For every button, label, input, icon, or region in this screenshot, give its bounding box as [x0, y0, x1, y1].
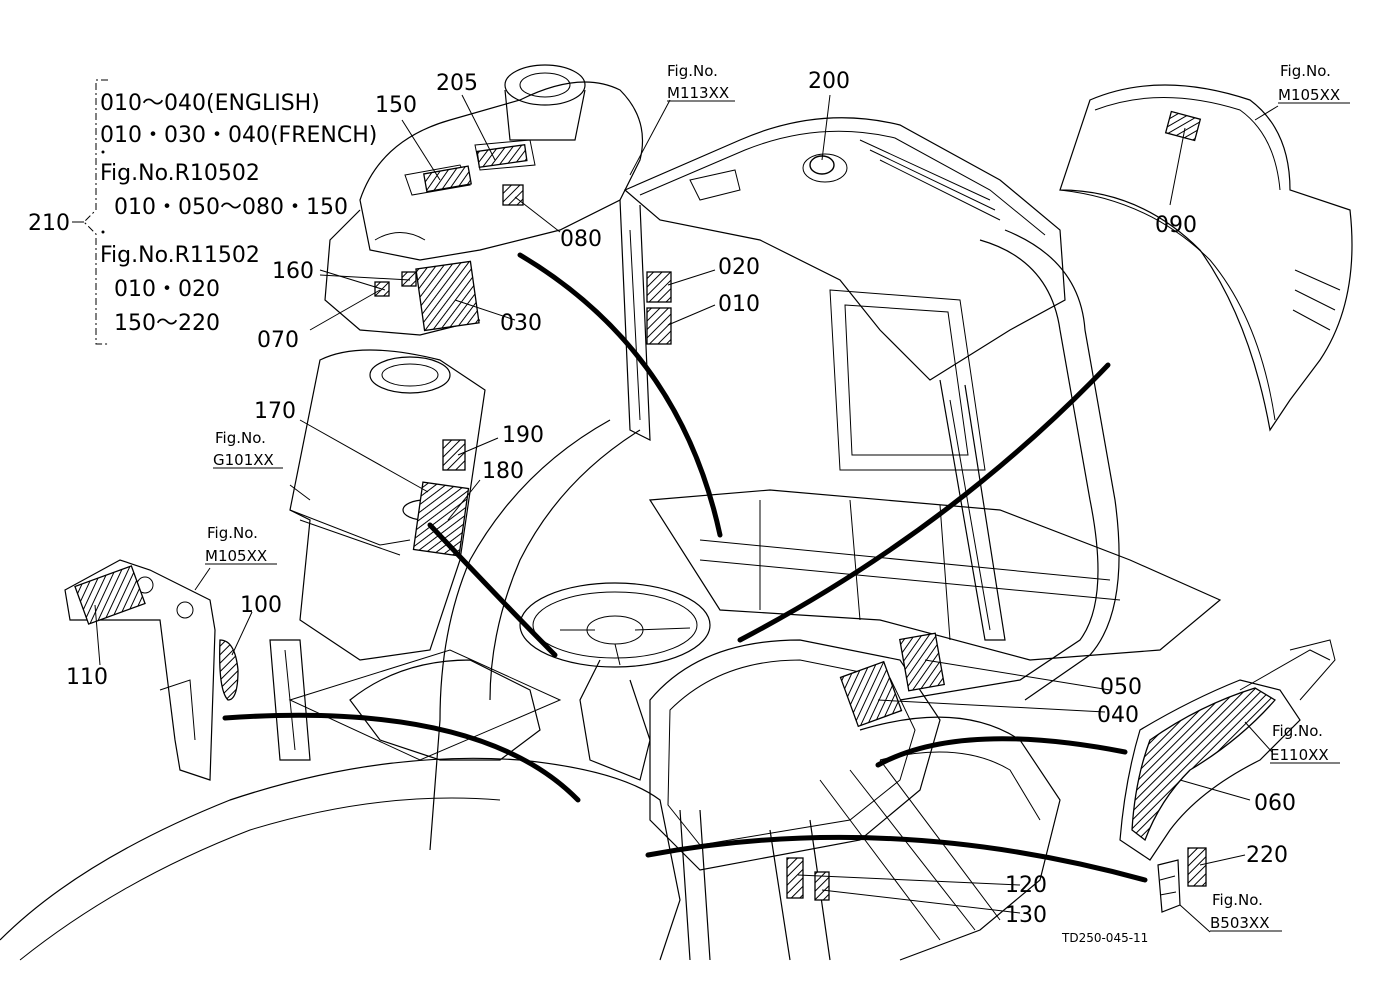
arrow-step-to-floor [875, 736, 1128, 768]
callout-130: 130 [1005, 903, 1047, 928]
leader-lines [94, 94, 1279, 933]
fig-ref-e110-code: E110XX [1270, 746, 1329, 764]
decal-110 [74, 565, 146, 625]
callout-190: 190 [502, 423, 544, 448]
callout-180: 180 [482, 459, 524, 484]
decals [74, 110, 1277, 901]
legend-line-4: 010・050～080・150 [114, 195, 348, 220]
callout-150: 150 [375, 93, 417, 118]
callout-010: 010 [718, 292, 760, 317]
fig-ref-m105-left-label: Fig.No. [207, 524, 258, 542]
callout-220: 220 [1246, 843, 1288, 868]
fig-ref-m105-top-label: Fig.No. [1280, 62, 1331, 80]
decal-010 [646, 307, 672, 345]
decal-020 [646, 271, 672, 303]
arrow-dash-to-floor [517, 252, 723, 538]
drawing-code: TD250-045-11 [1061, 931, 1148, 945]
decal-030 [415, 260, 480, 332]
decal-050 [899, 632, 945, 692]
cabin-frame-drawing [0, 117, 1222, 961]
bracket-b503-drawing [1157, 859, 1181, 913]
decal-220 [1187, 847, 1207, 887]
callout-050: 050 [1100, 675, 1142, 700]
callout-020: 020 [718, 255, 760, 280]
decal-180 [412, 481, 470, 557]
fig-ref-m113-label: Fig.No. [667, 62, 718, 80]
fig-ref-g101-label: Fig.No. [215, 429, 266, 447]
callout-040: 040 [1097, 703, 1139, 728]
callout-080: 080 [560, 227, 602, 252]
fig-ref-m105-left-code: M105XX [205, 547, 267, 565]
decal-120 [786, 857, 804, 899]
legend-bracket [83, 79, 108, 345]
decal-040 [839, 660, 903, 728]
arrow-console [427, 522, 558, 658]
callout-100: 100 [240, 593, 282, 618]
callout-110: 110 [66, 665, 108, 690]
arrow-roof-to-floor [737, 362, 1111, 643]
fig-ref-b503-code: B503XX [1210, 914, 1269, 932]
callout-labels: 150 205 080 160 070 030 020 010 200 090 … [66, 69, 1296, 928]
arrow-bracket-to-side [645, 834, 1148, 883]
decal-205 [476, 144, 528, 168]
legend-line-7: 150～220 [114, 311, 220, 336]
legend-code: 210 [28, 211, 70, 236]
callout-120: 120 [1005, 873, 1047, 898]
fig-ref-m105-top-code: M105XX [1278, 86, 1340, 104]
fig-ref-e110-label: Fig.No. [1272, 722, 1323, 740]
rear-fender-drawing [1059, 84, 1353, 432]
legend-line-6: 010・020 [114, 277, 220, 302]
callout-060: 060 [1254, 791, 1296, 816]
callout-170: 170 [254, 399, 296, 424]
callout-090: 090 [1155, 213, 1197, 238]
legend-line-1: 010～040(ENGLISH) [100, 91, 320, 116]
fig-ref-b503-label: Fig.No. [1212, 891, 1263, 909]
legend-line-2: 010・030・040(FRENCH) [100, 123, 377, 148]
figure-references: Fig.No. M113XX Fig.No. M105XX Fig.No. G1… [205, 62, 1350, 932]
callout-030: 030 [500, 311, 542, 336]
decal-090 [1164, 110, 1202, 142]
decal-100 [219, 639, 239, 701]
callout-200: 200 [808, 69, 850, 94]
legend: 210 010～040(ENGLISH) 010・030・040(FRENCH)… [28, 91, 377, 336]
decal-160 [401, 271, 417, 287]
decal-080 [502, 184, 524, 206]
console-cover-drawing [289, 349, 486, 661]
fig-ref-m113-code: M113XX [667, 84, 729, 102]
arrow-left-to-hood [222, 712, 581, 803]
location-arrows [222, 252, 1148, 883]
decal-060 [1131, 687, 1277, 842]
decal-190 [442, 439, 466, 471]
legend-line-5: Fig.No.R11502 [100, 243, 260, 268]
callout-160: 160 [272, 259, 314, 284]
callout-070: 070 [257, 328, 299, 353]
decal-130 [814, 871, 830, 901]
legend-line-3: Fig.No.R10502 [100, 161, 260, 186]
fig-ref-g101-code: G101XX [213, 451, 274, 469]
callout-205: 205 [436, 71, 478, 96]
left-bracket-drawing [64, 559, 216, 781]
